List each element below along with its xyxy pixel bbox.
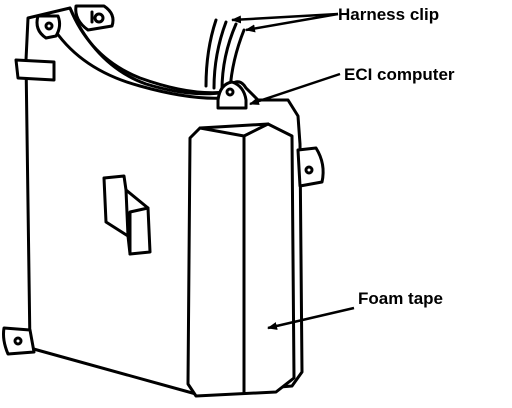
harness-wire-3 (220, 22, 238, 92)
top-right-mount-hole (93, 12, 105, 24)
foam-tape-top-fold (242, 122, 270, 138)
foam-tape-label: Foam tape (358, 289, 443, 308)
right-mount-hole (304, 165, 314, 175)
harness-clip-hole (225, 87, 235, 97)
harness-clip-leader-2 (245, 12, 339, 33)
harness-clip-label: Harness clip (338, 5, 439, 24)
eci-computer-label: ECI computer (344, 65, 455, 84)
top-flange-edge (68, 6, 228, 96)
lower-left-mounting-tab (2, 326, 36, 356)
foam-tape-leader (267, 306, 355, 330)
left-rail-bracket (14, 58, 56, 82)
harness-clip-leader-1 (231, 12, 339, 24)
top-flange-lip (50, 24, 226, 100)
harness-wire-1 (204, 18, 218, 88)
foam-tape-block (186, 122, 296, 398)
eci-computer-leader (249, 72, 341, 106)
center-connector-clip-inner (124, 188, 150, 256)
upper-left-mounting-tab (35, 14, 62, 40)
harness-wire-2 (212, 20, 228, 90)
lower-left-mount-hole (13, 336, 23, 346)
upper-left-mount-hole (44, 21, 54, 31)
